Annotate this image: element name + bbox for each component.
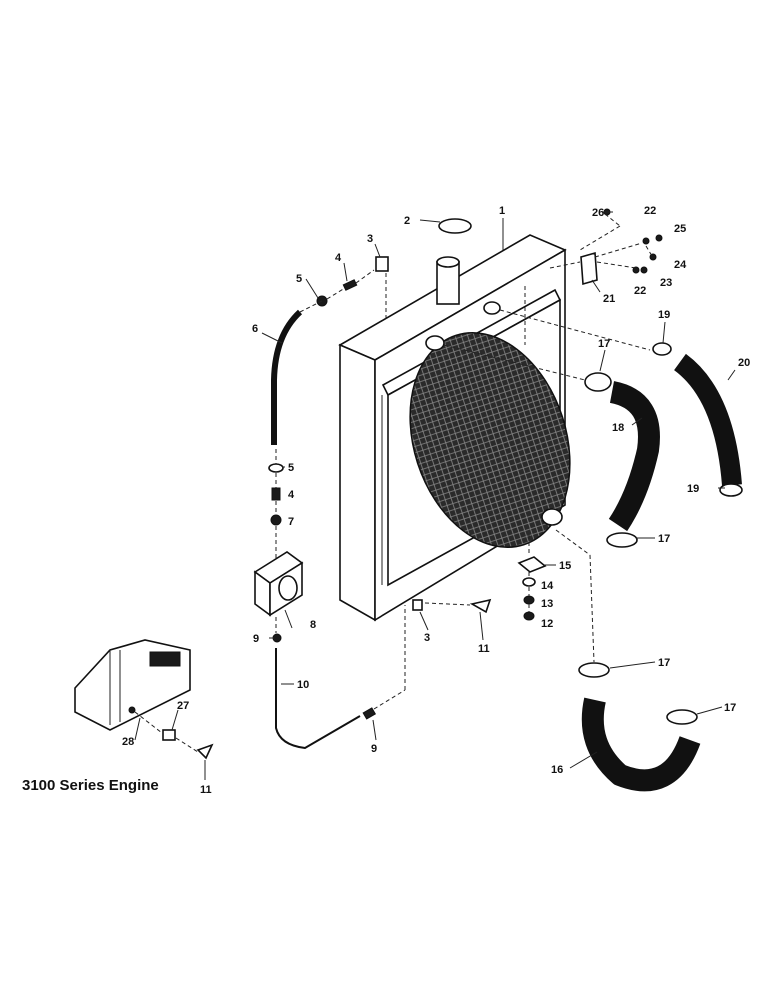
callout-19: 19: [658, 309, 670, 321]
callout-17: 17: [658, 657, 670, 669]
callout-27: 27: [177, 700, 189, 712]
nut-12: [523, 611, 535, 621]
plate-15: [517, 556, 547, 573]
filler-neck: [436, 256, 460, 305]
callout-14: 14: [541, 580, 554, 592]
upper-hose: [608, 381, 660, 532]
callout-19: 19: [687, 483, 699, 495]
inset-3100-engine: [74, 639, 214, 760]
lower-radiator-hose: [673, 353, 742, 486]
fitting-7: [270, 514, 282, 526]
callout-25: 25: [674, 223, 686, 235]
callout-22: 22: [634, 285, 646, 297]
washer-14: [522, 577, 536, 587]
callout-22: 22: [644, 205, 656, 217]
nut-5-lower: [268, 463, 284, 473]
fitting-9-upper: [272, 633, 282, 643]
drain-tube: [275, 648, 361, 750]
callout-5: 5: [288, 462, 294, 474]
inset-caption: 3100 Series Engine: [22, 777, 159, 794]
clamp-17-low: [578, 662, 610, 678]
callout-9: 9: [253, 633, 259, 645]
callout-15: 15: [559, 560, 571, 572]
surge-tank: [253, 551, 304, 617]
callout-26: 26: [592, 207, 604, 219]
clamp-17-mid: [606, 532, 638, 548]
callout-7: 7: [288, 516, 294, 528]
callout-16: 16: [551, 764, 563, 776]
nut-13: [523, 595, 535, 605]
callout-11: 11: [200, 784, 212, 796]
assembly-lines: [134, 213, 653, 753]
callout-17: 17: [658, 533, 670, 545]
callout-17: 17: [598, 338, 610, 350]
callout-6: 6: [252, 323, 258, 335]
callout-10: 10: [297, 679, 309, 691]
callout-23: 23: [660, 277, 672, 289]
bracket-21: [580, 251, 598, 286]
outlet-fitting: [541, 508, 563, 526]
callout-4: 4: [288, 489, 295, 501]
callout-5: 5: [296, 273, 302, 285]
lower-hose: [581, 697, 701, 792]
callout-11: 11: [478, 643, 490, 655]
callout-28: 28: [122, 736, 134, 748]
callout-9: 9: [371, 743, 377, 755]
callout-17: 17: [724, 702, 736, 714]
upper-inlet-fitting: [425, 335, 445, 351]
elbow-3-lower: [412, 599, 423, 611]
overflow-hose: [271, 309, 303, 445]
fitting-4-lower: [271, 487, 281, 501]
callout-1: 1: [499, 205, 505, 217]
clamp-19-upper: [652, 342, 672, 356]
clamp-19-lower: [719, 483, 743, 497]
callout-21: 21: [603, 293, 615, 305]
fitting-9-lower: [362, 707, 377, 720]
clamp-17-upper: [584, 372, 612, 392]
leader-lines: [134, 211, 736, 780]
callout-13: 13: [541, 598, 553, 610]
callout-8: 8: [310, 619, 316, 631]
callout-24: 24: [674, 259, 687, 271]
callout-18: 18: [612, 422, 624, 434]
fan-core: [409, 332, 571, 548]
bolt-22-lower: [632, 266, 640, 274]
callout-20: 20: [738, 357, 750, 369]
callout-2: 2: [404, 215, 410, 227]
radiator-cap: [438, 218, 472, 234]
callout-3: 3: [367, 233, 373, 245]
drain-cock-11: [469, 598, 492, 614]
clamp-17-right: [666, 709, 698, 725]
callout-4: 4: [335, 252, 342, 264]
elbow-3-upper: [375, 256, 389, 272]
upper-port-fitting: [483, 301, 501, 315]
bolt-25: [655, 234, 663, 242]
bolt-22-upper: [642, 237, 650, 245]
fitting-4-upper: [342, 279, 358, 291]
callout-12: 12: [541, 618, 553, 630]
callout-3: 3: [424, 632, 430, 644]
washer-23: [640, 266, 648, 274]
